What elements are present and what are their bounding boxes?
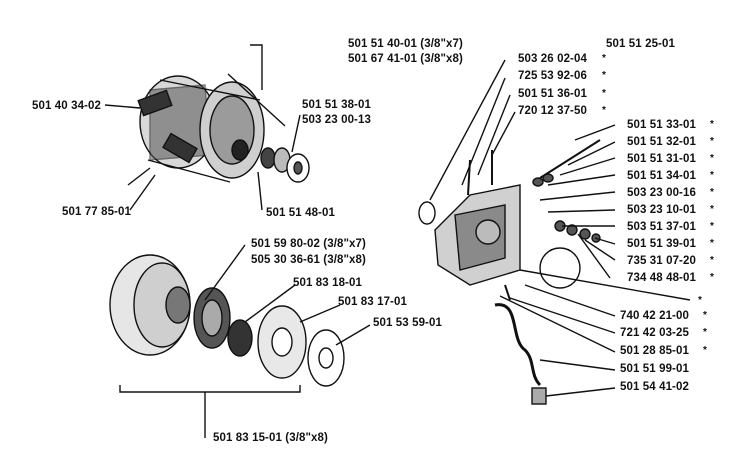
- star-screw-a: *: [602, 53, 606, 64]
- label-drum-x8: 501 83 15-01 (3/8"x8): [213, 432, 328, 444]
- label-r9: 735 31 07-20: [627, 255, 696, 267]
- label-rim-x8: 505 30 36-61 (3/8"x8): [251, 254, 366, 266]
- star-r10: *: [710, 272, 714, 283]
- chain-brake-cover: [434, 184, 521, 286]
- label-r3: 501 51 31-01: [627, 153, 696, 165]
- star-r5: *: [710, 187, 714, 198]
- nut-washer-stack: [260, 147, 310, 183]
- label-clutch-drum: 501 40 34-02: [32, 100, 101, 112]
- label-r2: 501 51 32-01: [627, 136, 696, 148]
- label-drum-cover: 501 77 85-01: [62, 206, 131, 218]
- washer-d: [307, 329, 345, 387]
- label-washer-d: 501 53 59-01: [373, 317, 442, 329]
- star-r6: *: [710, 204, 714, 215]
- star-r9: *: [710, 255, 714, 266]
- label-r1: 501 51 33-01: [627, 119, 696, 131]
- label-r6: 503 23 10-01: [627, 204, 696, 216]
- star-pin-a: *: [602, 88, 606, 99]
- clutch-drum: [109, 254, 191, 356]
- label-b3: 501 28 85-01: [620, 345, 689, 357]
- spring-rod: [539, 139, 601, 179]
- label-washer-c: 501 83 17-01: [338, 296, 407, 308]
- rim-sprocket: [193, 287, 231, 349]
- label-r8: 501 51 39-01: [627, 238, 696, 250]
- washer-left: [418, 201, 436, 225]
- label-spring-a: 725 53 92-06: [518, 70, 587, 82]
- label-r10: 734 48 48-01: [627, 272, 696, 284]
- label-nut: 501 51 48-01: [266, 207, 335, 219]
- label-cover-assy: 501 51 25-01: [606, 38, 675, 50]
- label-r7: 503 51 37-01: [627, 221, 696, 233]
- label-r4: 501 51 34-01: [627, 170, 696, 182]
- label-rim-x7: 501 59 80-02 (3/8"x7): [251, 238, 366, 250]
- star-r3: *: [710, 153, 714, 164]
- needle-bearing: [227, 319, 253, 357]
- star-b1: *: [703, 310, 707, 321]
- star-bolt-a: *: [602, 105, 606, 116]
- label-r5: 503 23 00-16: [627, 187, 696, 199]
- clutch-assembly: [137, 75, 265, 183]
- washer-c: [257, 305, 307, 379]
- star-r7: *: [710, 221, 714, 232]
- star-r4: *: [710, 170, 714, 181]
- label-b2: 721 42 03-25: [620, 327, 689, 339]
- label-sprocket-x8: 501 67 41-01 (3/8"x8): [348, 53, 463, 65]
- star-r8: *: [710, 238, 714, 249]
- plug: [531, 387, 547, 405]
- star-r2: *: [710, 136, 714, 147]
- label-needle-bearing: 501 83 18-01: [293, 277, 362, 289]
- star-spring-a: *: [602, 70, 606, 81]
- label-b4: 501 51 99-01: [620, 363, 689, 375]
- label-washer-a: 501 51 38-01: [302, 99, 371, 111]
- label-washer-b: 503 23 00-13: [302, 114, 371, 126]
- star-b3: *: [703, 345, 707, 356]
- label-b5: 501 54 41-02: [620, 381, 689, 393]
- label-b1: 740 42 21-00: [620, 310, 689, 322]
- star-b2: *: [703, 327, 707, 338]
- label-screw-a: 503 26 02-04: [518, 53, 587, 65]
- star-oring: *: [698, 295, 702, 306]
- label-pin-a: 501 51 36-01: [518, 88, 587, 100]
- o-ring: [539, 247, 581, 289]
- cable: [494, 303, 542, 387]
- label-sprocket-x7: 501 51 40-01 (3/8"x7): [348, 38, 463, 50]
- star-r1: *: [710, 119, 714, 130]
- label-bolt-a: 720 12 37-50: [518, 105, 587, 117]
